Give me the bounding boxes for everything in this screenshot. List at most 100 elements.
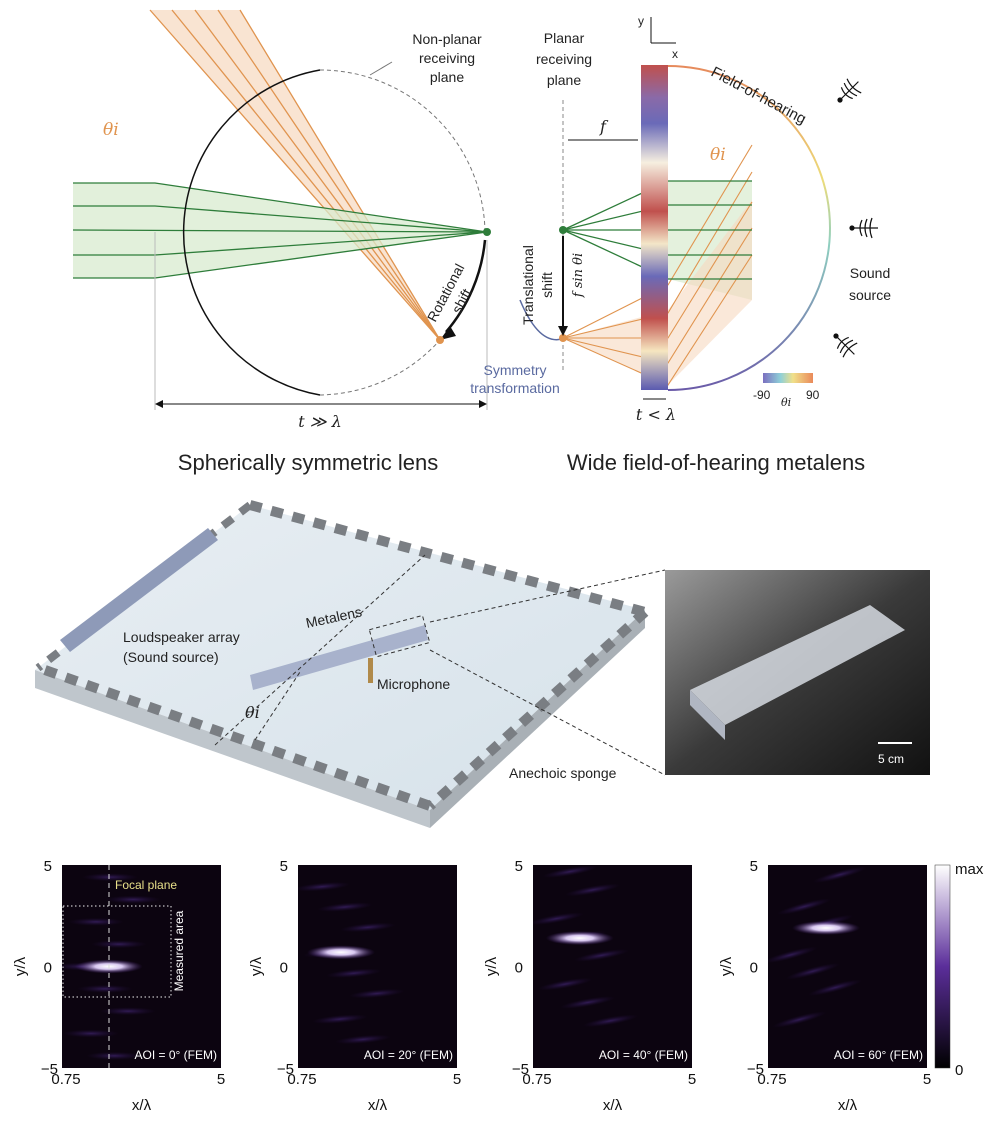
experimental-setup: Loudspeaker array (Sound source) Metalen… — [35, 500, 930, 828]
side-lobe — [326, 968, 382, 978]
measured-area-label: Measured area — [172, 910, 186, 991]
metalens-model — [250, 625, 428, 690]
label-line: Loudspeaker array — [123, 629, 240, 645]
side-lobe — [317, 902, 373, 912]
arrowhead-icon — [479, 400, 487, 408]
x-axis-label: x/λ — [603, 1097, 623, 1114]
label-line: receiving — [419, 50, 475, 66]
side-lobe — [768, 946, 818, 964]
arrowhead-icon — [440, 326, 456, 340]
x-axis-label: x/λ — [132, 1097, 152, 1114]
x-tick: 5 — [923, 1071, 931, 1088]
side-lobe — [348, 988, 405, 999]
arrowhead-icon — [155, 400, 163, 408]
field-of-hearing-label: Field-of-hearing — [708, 64, 809, 128]
theta-label: θi — [103, 120, 119, 140]
symmetry-label: Symmetry transformation — [470, 362, 559, 396]
focal-length-label: f — [599, 117, 609, 136]
y-tick: 5 — [750, 858, 758, 875]
side-lobe — [68, 917, 124, 926]
focal-spot — [545, 931, 614, 946]
non-planar-label: Non-planar receiving plane — [412, 31, 482, 85]
label-line: plane — [547, 72, 581, 88]
label-line: receiving — [536, 51, 592, 67]
side-lobe — [785, 963, 840, 980]
colorbar-gradient — [934, 864, 951, 1069]
anechoic-sponge-right — [426, 608, 649, 810]
side-lobe — [812, 866, 867, 883]
axis-y-label: y — [638, 14, 644, 28]
anechoic-sponge-back — [248, 500, 647, 617]
side-lobe — [772, 1011, 827, 1028]
y-axis-label: y/λ — [718, 956, 735, 976]
green-focal-point — [559, 226, 567, 234]
side-lobe — [533, 912, 584, 925]
planar-label: Planar receiving plane — [536, 30, 592, 88]
chamber-edge — [35, 670, 430, 828]
receiving-plane-dashed-lower — [319, 339, 441, 396]
label-line: Translational — [520, 245, 536, 325]
theta-colorbar — [763, 373, 813, 383]
side-lobe — [339, 922, 396, 933]
side-lobe — [77, 984, 133, 993]
metalens-bar — [641, 65, 668, 390]
y-tick: −5 — [41, 1061, 58, 1078]
aoi-label: AOI = 40° (FEM) — [599, 1048, 688, 1062]
y-tick: 0 — [750, 960, 758, 977]
axis-icon — [650, 17, 676, 44]
y-tick: 5 — [515, 858, 523, 875]
orange-focal-point — [559, 334, 567, 342]
label-line: Symmetry — [484, 362, 547, 378]
focal-spot — [791, 920, 860, 935]
colorbar-max-label: max — [955, 861, 984, 878]
side-lobe — [807, 979, 863, 996]
sound-source-icons — [833, 78, 878, 358]
x-tick: 0.75 — [522, 1071, 551, 1088]
axis-x-label: x — [672, 47, 678, 61]
side-lobe — [542, 865, 598, 878]
spherical-lens-diagram: θi Non-planar receiving plane Rotational… — [72, 9, 491, 475]
guide-lines — [214, 554, 666, 776]
speaker-icon-top — [837, 78, 862, 103]
colorbar-min-label: 0 — [955, 1062, 963, 1079]
side-lobe — [582, 1014, 639, 1028]
label-line: Non-planar — [412, 31, 482, 47]
x-tick: 0.75 — [51, 1071, 80, 1088]
side-lobe — [565, 883, 621, 897]
sponge-label: Anechoic sponge — [509, 765, 617, 781]
side-lobe — [105, 895, 161, 904]
colorbar-max: 90 — [806, 388, 820, 402]
metalens-sample-side — [690, 690, 725, 740]
side-lobe — [335, 1034, 391, 1045]
y-tick: −5 — [747, 1061, 764, 1078]
y-tick: 0 — [515, 960, 523, 977]
side-lobe — [100, 1007, 156, 1016]
side-lobe — [82, 873, 138, 882]
receiving-plane-dashed — [319, 69, 486, 233]
x-tick: 5 — [688, 1071, 696, 1088]
fsin-label: f sin θi — [571, 253, 586, 298]
x-axis-label: x/λ — [838, 1097, 858, 1114]
right-panel-title: Wide field-of-hearing metalens — [567, 450, 865, 475]
arrowhead-icon — [558, 326, 568, 336]
side-lobe — [537, 977, 593, 991]
rotational-shift-arrow — [445, 239, 487, 333]
colorbar-min: -90 — [753, 388, 771, 402]
x-tick: 0.75 — [287, 1071, 316, 1088]
microphone-label: Microphone — [377, 676, 450, 692]
y-tick: 0 — [280, 960, 288, 977]
theta-label: θi — [710, 145, 726, 165]
side-lobe — [767, 831, 823, 853]
y-tick: 5 — [280, 858, 288, 875]
colorbar-label: θi — [781, 396, 791, 409]
orange-focal-point — [436, 336, 444, 344]
sound-source-label: Sound source — [849, 265, 891, 303]
label-line: Planar — [544, 30, 585, 46]
label-line: (Sound source) — [123, 649, 219, 665]
aoi-label: AOI = 0° (FEM) — [135, 1048, 217, 1062]
